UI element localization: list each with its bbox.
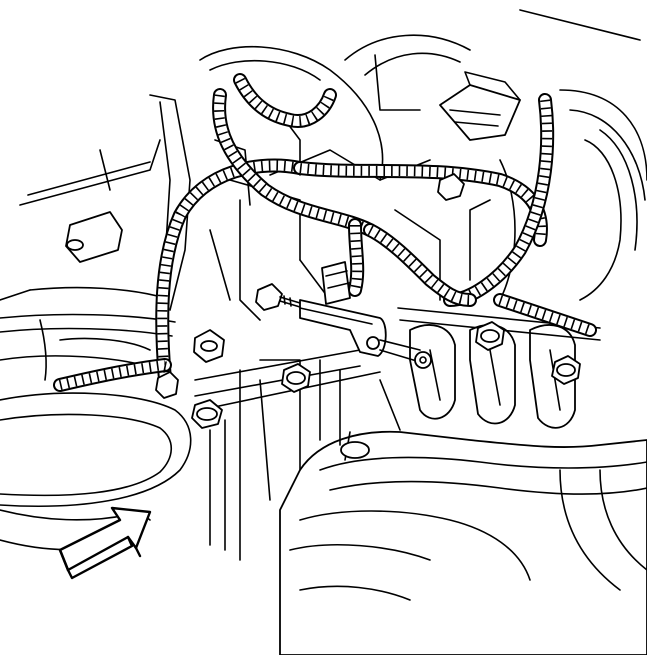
- arrow-icon: [58, 506, 152, 580]
- bolt: [551, 355, 581, 385]
- nut: [65, 211, 123, 263]
- wiring-harness: [53, 73, 597, 392]
- bolt: [191, 399, 223, 429]
- harness-bracket: [299, 299, 432, 369]
- bolt: [281, 363, 311, 393]
- bolt: [475, 321, 505, 351]
- exhaust-manifold: [397, 307, 601, 429]
- nut: [437, 173, 465, 201]
- nut: [193, 329, 225, 363]
- engine-block: [194, 349, 647, 655]
- electrical-connector: [439, 71, 521, 141]
- electrical-connector: [321, 261, 351, 305]
- bolt: [155, 361, 179, 399]
- bolt: [255, 283, 301, 311]
- engine-block: [19, 9, 647, 321]
